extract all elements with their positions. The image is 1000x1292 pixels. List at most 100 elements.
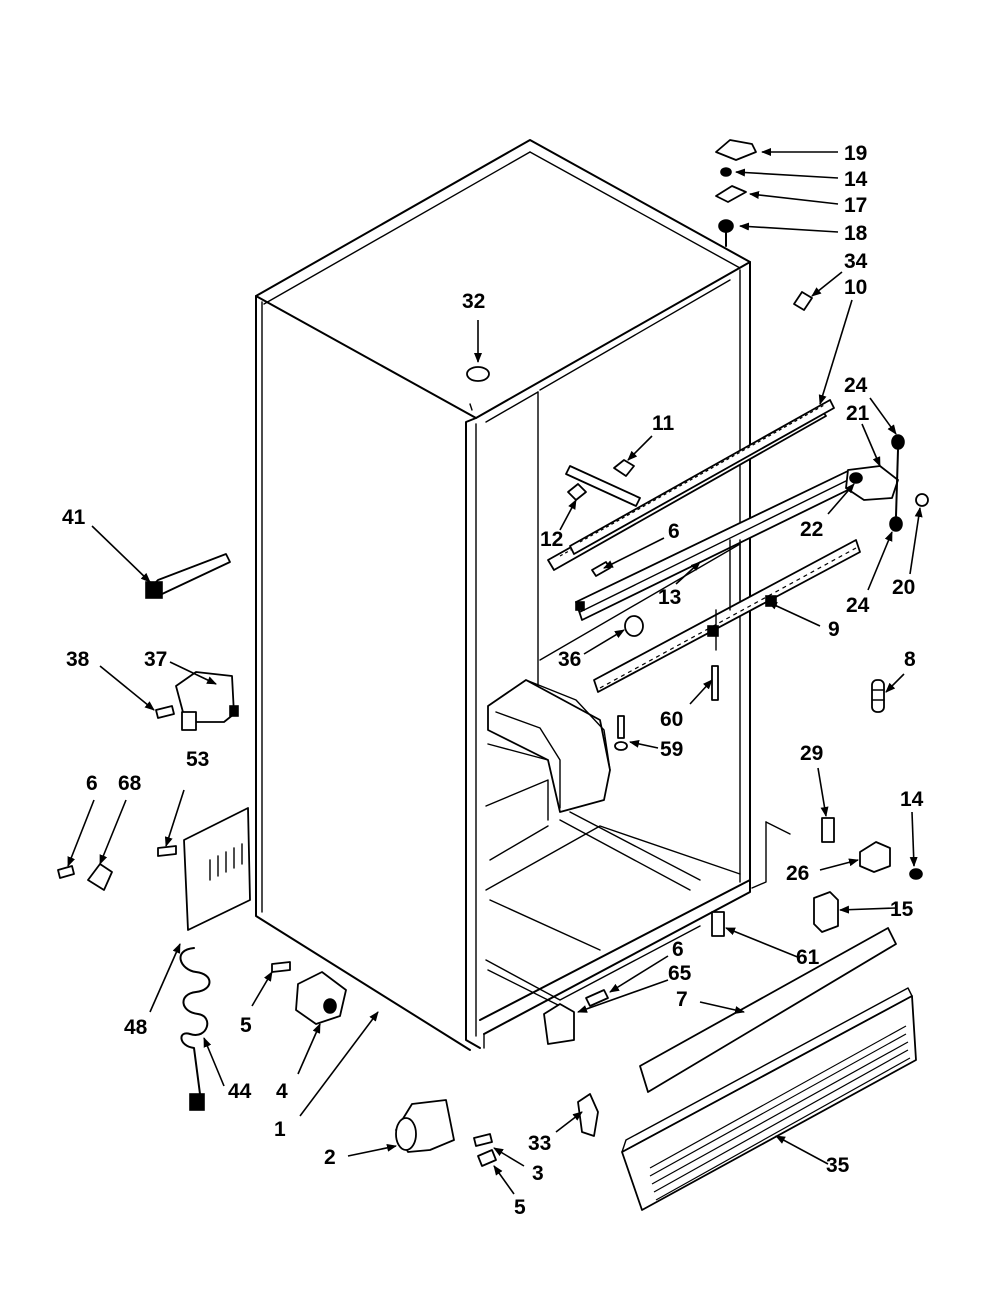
grille-35-slots (649, 1025, 911, 1201)
cabinet-top (255, 139, 751, 419)
screw-65 (585, 989, 609, 1007)
screw-3 (473, 1133, 493, 1147)
hinge-bar-13-line (579, 477, 853, 613)
callout-2: 2 (324, 1146, 336, 1169)
evaporator-cover (487, 679, 611, 813)
screw-6-center (591, 561, 611, 577)
screw-14-top (720, 167, 732, 177)
leader-24-top (869, 397, 897, 435)
leader-20 (909, 507, 923, 575)
cabinet-left-side (255, 295, 471, 1051)
callout-38: 38 (66, 648, 90, 671)
part-11 (613, 459, 635, 477)
screw-60 (711, 665, 719, 701)
bushing-18 (718, 219, 734, 233)
bracket-37-clip (181, 711, 197, 731)
callout-18: 18 (844, 222, 868, 245)
leader-10 (818, 299, 853, 405)
cabinet-top-rim-2 (529, 151, 741, 269)
leader-26 (819, 858, 859, 871)
callout-61: 61 (796, 946, 820, 969)
plug-32-pin (469, 403, 473, 411)
cabinet-bottom-rail (479, 879, 751, 1035)
shelf-rails (547, 399, 861, 693)
screw-59 (617, 715, 625, 739)
bracket-37-tab (229, 705, 239, 717)
leader-33 (555, 1111, 583, 1133)
callout-21: 21 (846, 402, 870, 425)
callout-13: 13 (658, 586, 681, 609)
grille-35-top (621, 987, 913, 1153)
callout-53: 53 (186, 748, 209, 771)
bracket-26 (859, 841, 891, 873)
leader-1 (299, 1011, 379, 1117)
leveler-4 (295, 971, 347, 1025)
shelf-rail-10-hatch (579, 403, 827, 543)
part-36 (624, 615, 644, 637)
leader-60 (689, 679, 713, 705)
callout-3: 3 (532, 1162, 544, 1185)
screw-6-left (57, 865, 75, 879)
screw-5-left (271, 961, 291, 973)
leader-11 (627, 435, 653, 461)
callout-10: 10 (844, 276, 867, 299)
slot-4 (653, 1049, 909, 1193)
callout-5-left: 5 (240, 1014, 252, 1037)
hinge-pin-lower (895, 449, 899, 517)
callout-6-center: 6 (668, 520, 680, 543)
relay-bracket-vents (209, 843, 243, 881)
interior-shelf-line-2 (489, 825, 549, 861)
leader-lines (67, 148, 923, 1195)
hinge-bar-13-end (575, 601, 585, 611)
leader-17 (749, 191, 839, 205)
callout-6-left: 6 (86, 772, 98, 795)
interior-top-edge (485, 391, 539, 423)
callout-1: 1 (274, 1118, 286, 1141)
leader-68 (99, 799, 127, 865)
relay-bracket (183, 807, 251, 931)
foot-bracket (543, 1003, 575, 1045)
callout-11: 11 (652, 412, 675, 435)
leader-5-bottom (493, 1165, 515, 1195)
leader-9 (767, 601, 821, 627)
interior-floor-line-2 (485, 925, 701, 1001)
slot-1 (649, 1025, 907, 1169)
callout-22: 22 (800, 518, 823, 541)
shelf-bracket (565, 465, 641, 507)
hinge-17 (715, 185, 747, 203)
leader-22 (827, 483, 855, 515)
cabinet (255, 139, 791, 1051)
nut-20 (915, 493, 929, 507)
screw-53 (157, 845, 177, 857)
part-22 (849, 472, 863, 484)
callout-48: 48 (124, 1016, 148, 1039)
callout-34: 34 (844, 250, 868, 273)
power-cord-44 (179, 947, 211, 1095)
kickplate-strip-7 (639, 927, 897, 1093)
leader-8 (885, 673, 905, 693)
leader-29 (817, 767, 829, 817)
interior-shelf-line (485, 779, 549, 821)
leader-59 (629, 739, 659, 749)
callout-41: 41 (62, 506, 86, 529)
small-parts (57, 139, 929, 1211)
evaporator-cover-ridge-2 (495, 711, 561, 809)
leader-24-bottom (867, 531, 893, 591)
part-29 (821, 817, 835, 843)
leader-21 (861, 423, 881, 467)
callout-8: 8 (904, 648, 916, 671)
callout-24-top: 24 (844, 374, 868, 397)
slot-2 (649, 1033, 907, 1177)
leader-6-left (67, 799, 95, 867)
callout-5-bottom: 5 (514, 1196, 526, 1219)
leader-18 (739, 222, 839, 233)
callout-24-bottom: 24 (846, 594, 870, 617)
callout-33: 33 (528, 1132, 551, 1155)
callout-19: 19 (844, 142, 867, 165)
callout-35: 35 (826, 1154, 850, 1177)
leader-2 (347, 1143, 397, 1157)
leader-44 (203, 1037, 225, 1087)
floor-rail-4 (487, 969, 561, 1007)
